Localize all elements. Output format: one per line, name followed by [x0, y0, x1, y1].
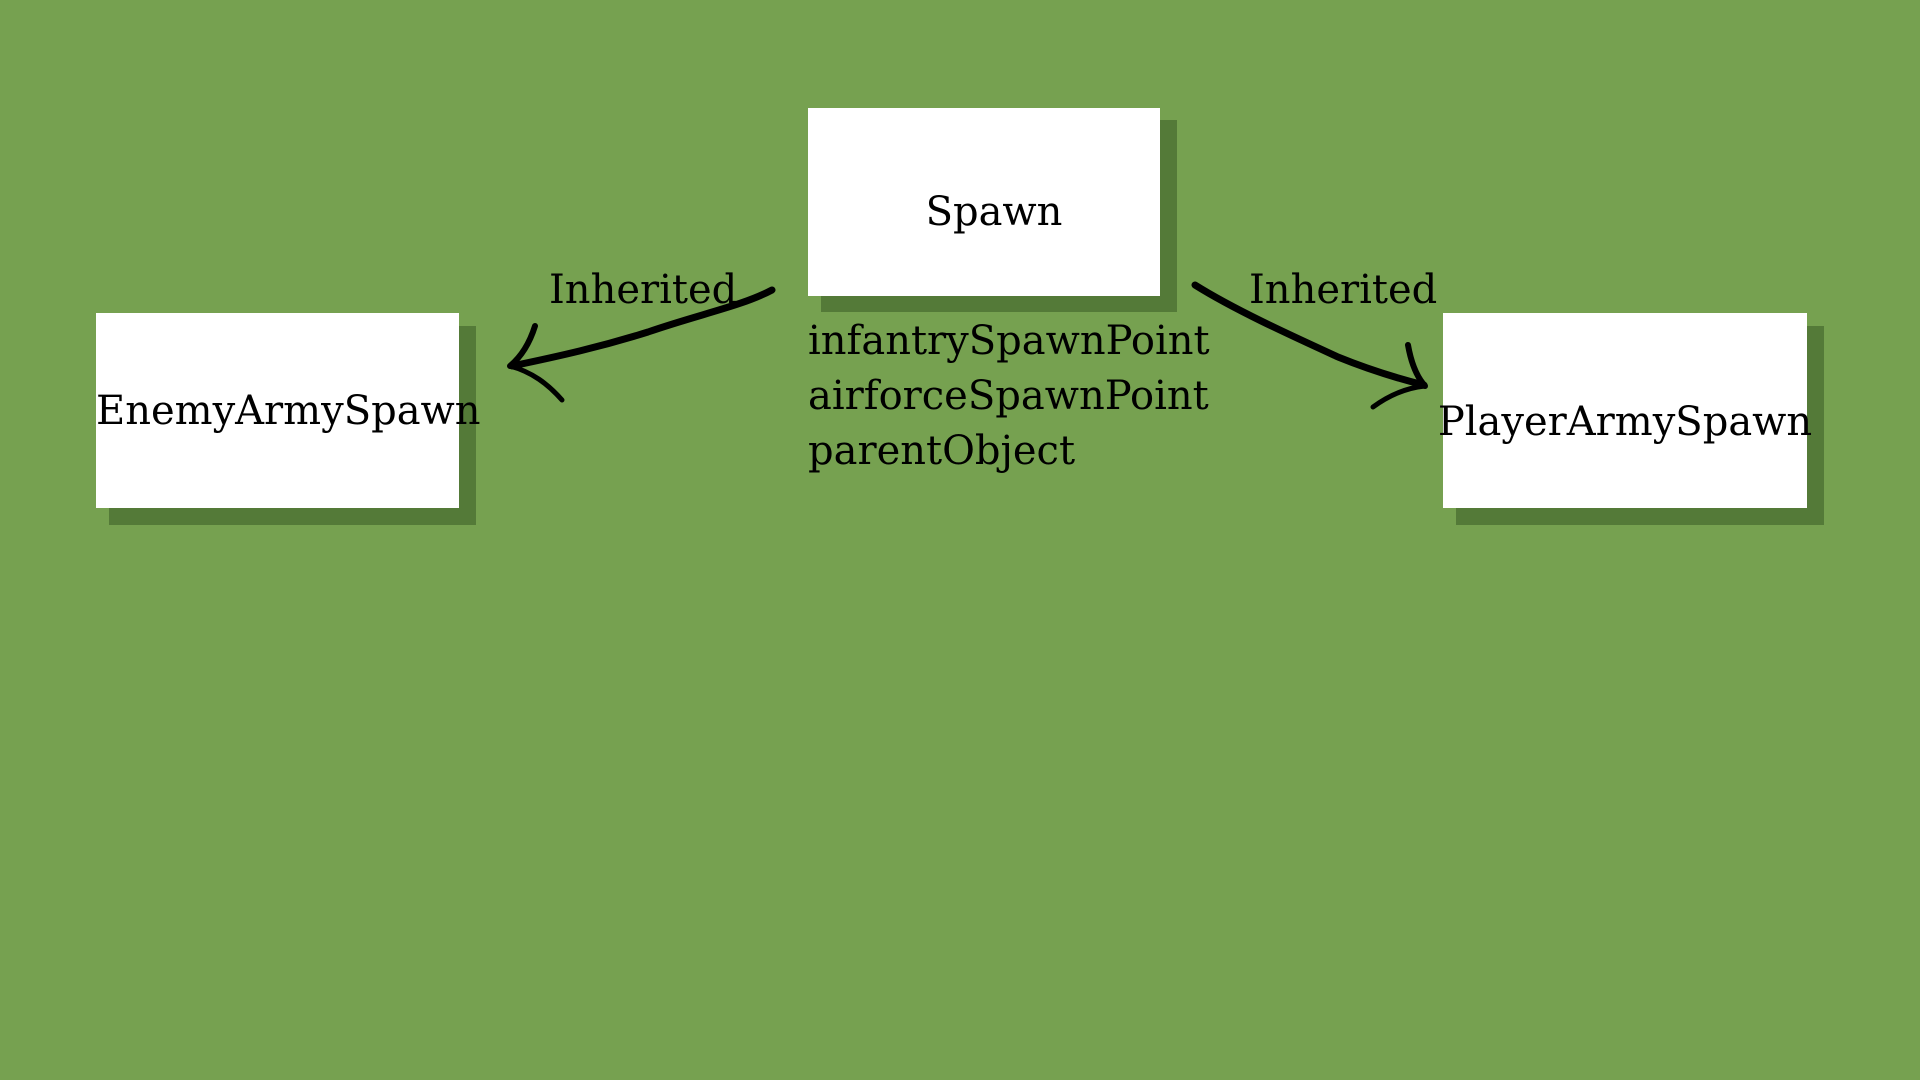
player-army-spawn-label: PlayerArmySpawn [1437, 398, 1813, 445]
enemy-army-spawn-label: EnemyArmySpawn [96, 387, 481, 434]
arrow-to-player-army-spawn [1191, 281, 1428, 410]
player-army-spawn-box: PlayerArmySpawn [1438, 313, 1812, 508]
inherited-label-left: Inherited [549, 267, 738, 313]
field-parent-object: parentObject [808, 428, 1076, 474]
spawn-box-label: Spawn [925, 189, 1063, 235]
inherited-label-right: Inherited [1249, 267, 1438, 313]
arrow-to-enemy-army-spawn [507, 286, 776, 403]
spawn-fields-list: infantrySpawnPoint airforceSpawnPoint pa… [808, 314, 1210, 479]
field-infantry-spawn-point: infantrySpawnPoint [808, 318, 1210, 364]
field-airforce-spawn-point: airforceSpawnPoint [808, 373, 1209, 419]
enemy-army-spawn-box: EnemyArmySpawn [96, 313, 481, 508]
spawn-box: Spawn [808, 108, 1160, 296]
